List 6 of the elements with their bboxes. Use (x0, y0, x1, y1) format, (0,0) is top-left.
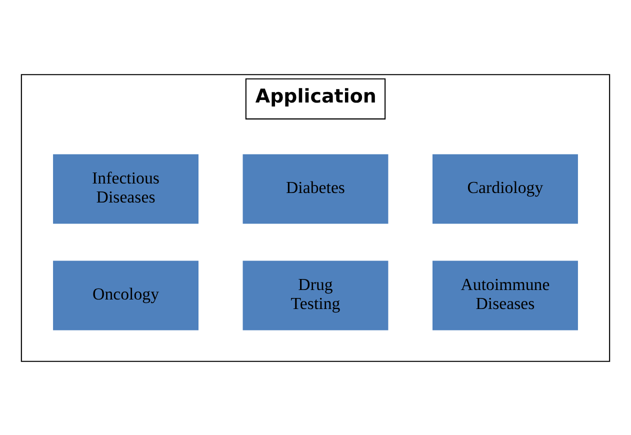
node-box: Diabetes (242, 154, 388, 224)
node-box: Autoimmune Diseases (432, 260, 578, 330)
node-box: Oncology (53, 260, 198, 330)
node-box: Infectious Diseases (53, 154, 198, 224)
node-box: Drug Testing (242, 260, 388, 330)
node-box: Cardiology (432, 154, 578, 224)
